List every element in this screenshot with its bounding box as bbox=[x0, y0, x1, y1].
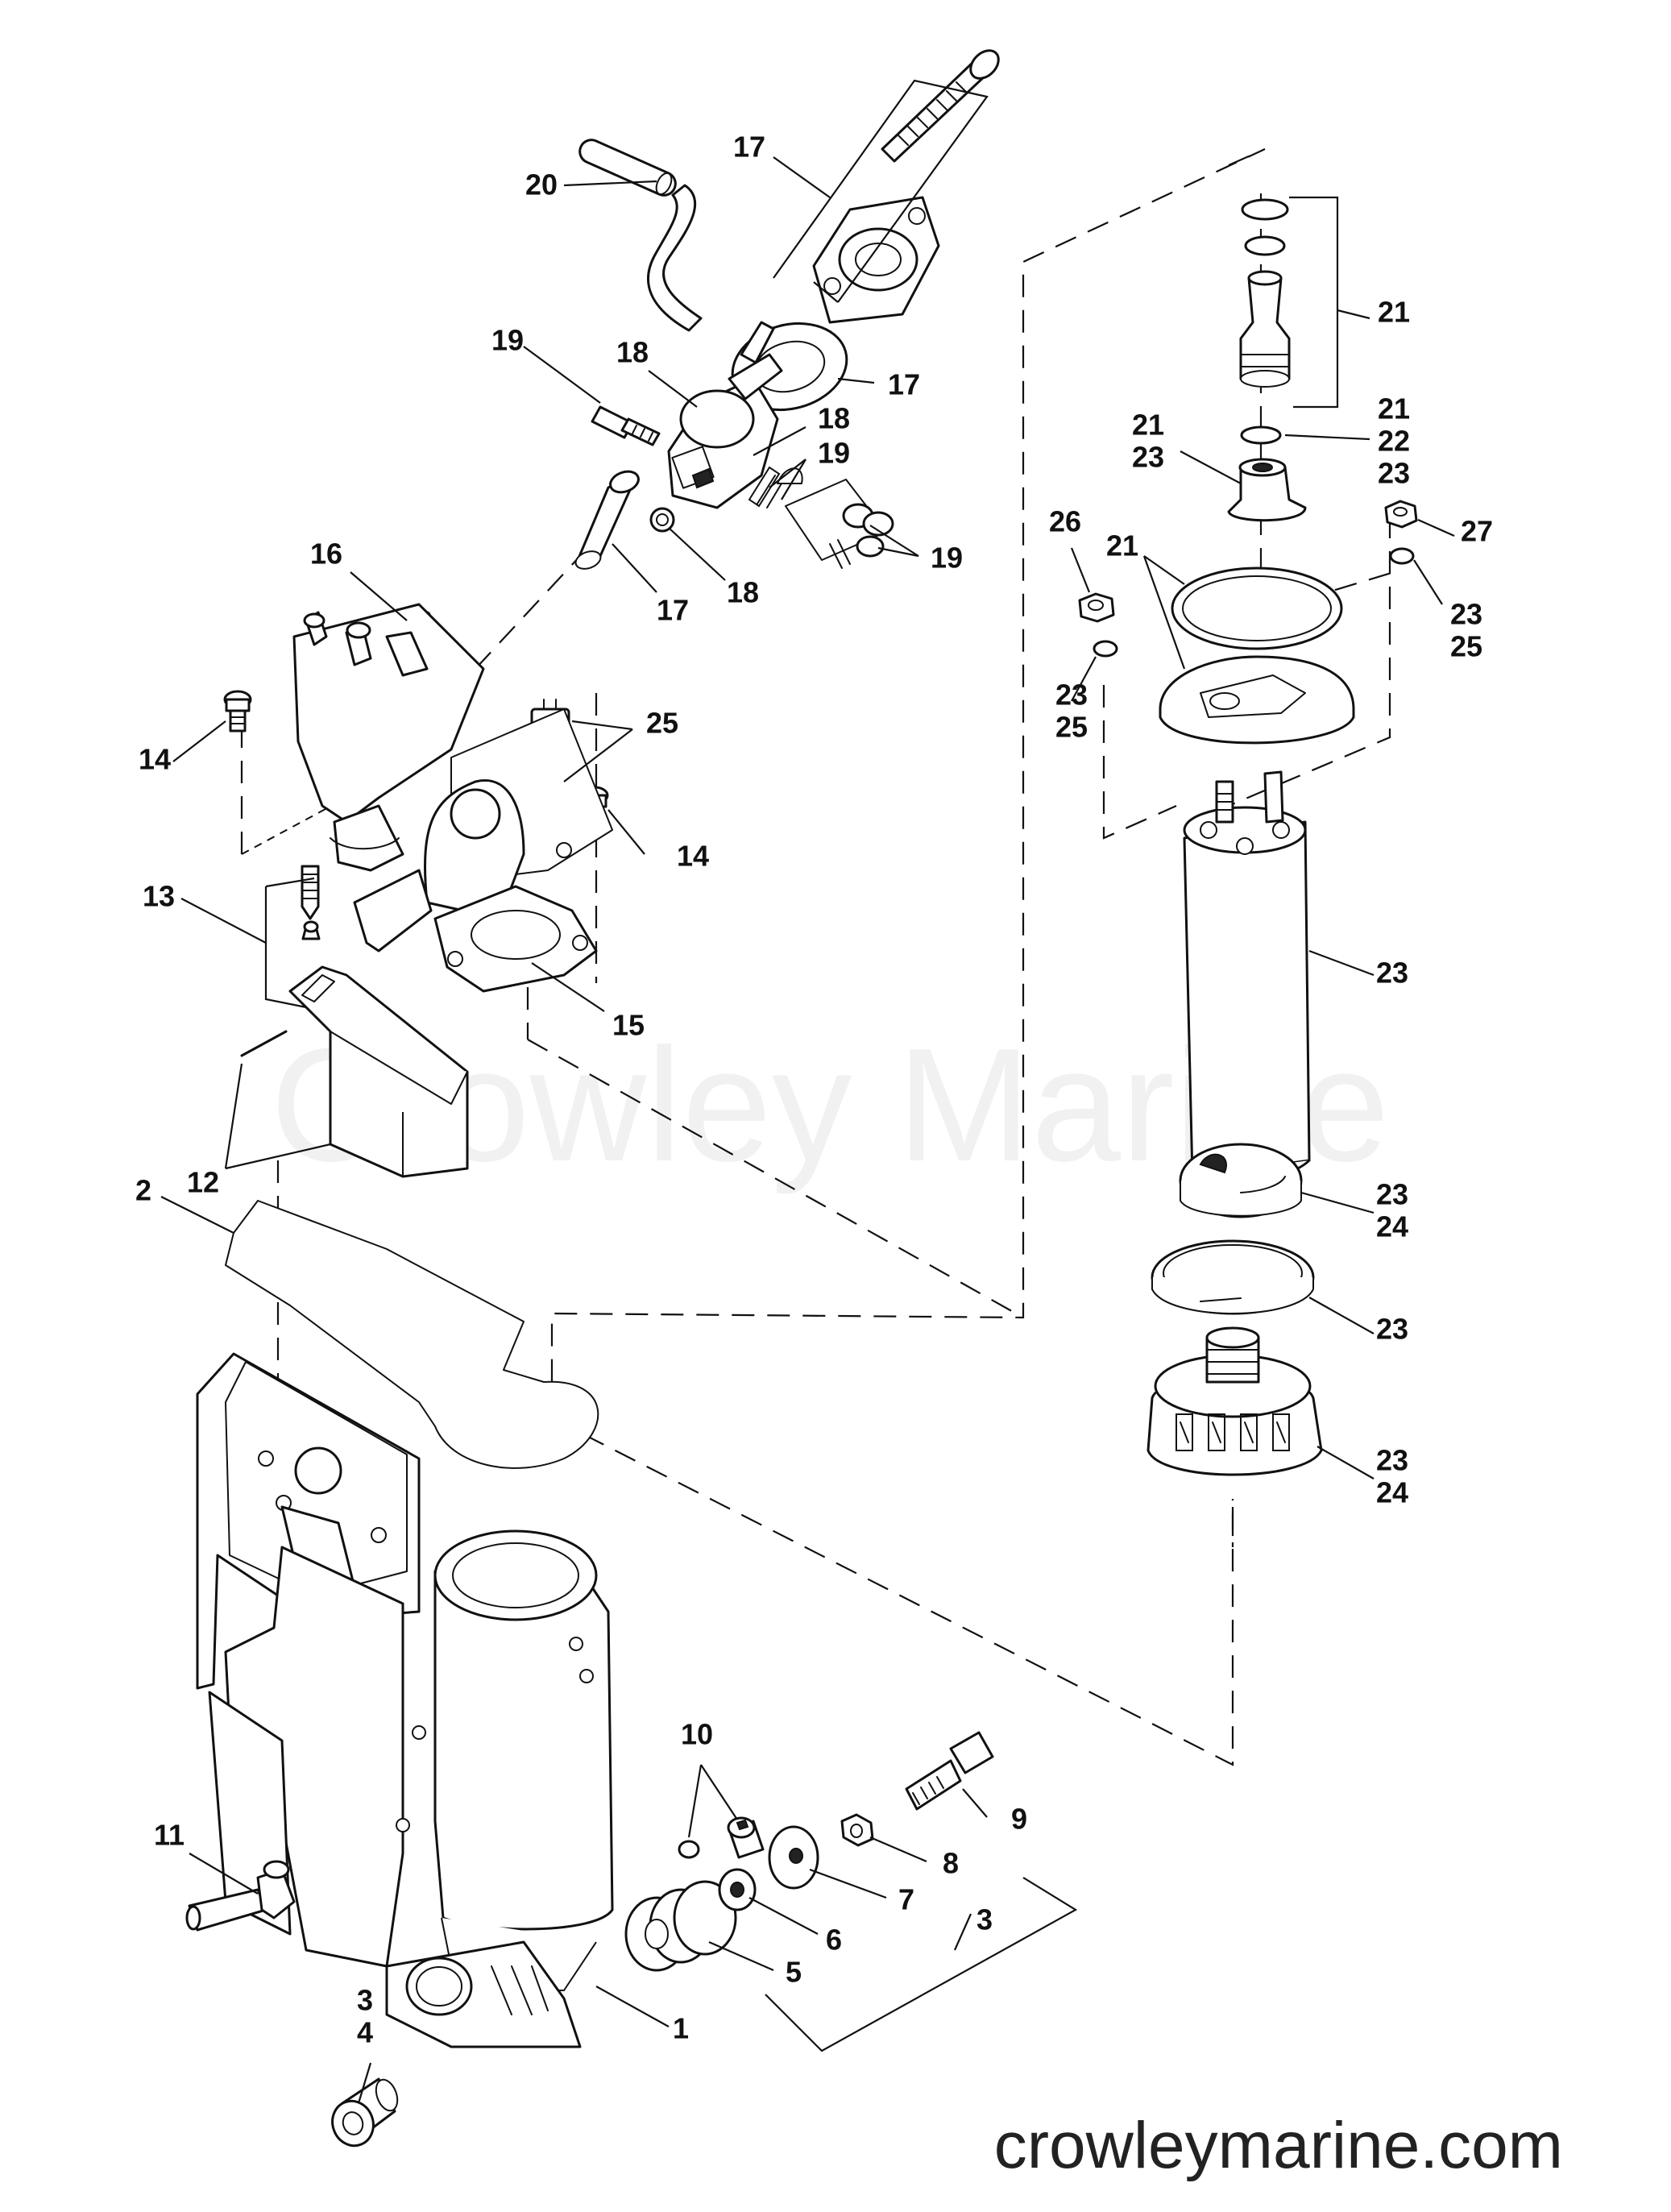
part-18-o-ring bbox=[649, 507, 675, 533]
part-23-25-washer-right bbox=[1389, 547, 1415, 565]
site-url: crowleymarine.com bbox=[994, 2109, 1563, 2182]
part-3-4-bushing bbox=[331, 2077, 399, 2148]
callout-c9-line-0: 9 bbox=[1011, 1803, 1027, 1836]
part-26-nut bbox=[1078, 592, 1115, 623]
callout-c23b-line-1: 25 bbox=[1450, 630, 1482, 663]
callout-c23b-line-0: 23 bbox=[1450, 598, 1482, 631]
part-2-gasket bbox=[225, 1200, 599, 1469]
callout-c6-line-0: 6 bbox=[826, 1924, 842, 1957]
callout-c18c-line-0: 18 bbox=[727, 576, 759, 609]
part-23-25-washer-left bbox=[1093, 640, 1118, 658]
callout-c3a-line-0: 3 bbox=[976, 1903, 993, 1936]
part-12-float bbox=[240, 965, 469, 1178]
part-20-hose bbox=[578, 139, 703, 332]
part-21-23-cap bbox=[1227, 458, 1307, 522]
callout-c19c-line-0: 19 bbox=[931, 542, 963, 575]
part-21-fitting bbox=[1239, 270, 1291, 388]
callout-c17c-line-0: 17 bbox=[657, 594, 689, 627]
callout-c13-line-0: 13 bbox=[143, 880, 175, 913]
callout-c1-line-0: 1 bbox=[673, 2012, 689, 2045]
callout-c23d-line-0: 23 bbox=[1376, 1178, 1408, 1211]
callout-c11-line-0: 11 bbox=[154, 1819, 185, 1852]
callout-c10-line-0: 10 bbox=[681, 1718, 713, 1751]
callout-c14a-line-0: 14 bbox=[139, 743, 171, 776]
part-14-screw-left bbox=[223, 690, 252, 732]
callout-c21b-line-1: 23 bbox=[1132, 441, 1164, 474]
callout-c21b-line-0: 21 bbox=[1132, 409, 1164, 442]
callout-c21d-line-2: 23 bbox=[1378, 457, 1410, 490]
part-23-24-pump-isolator bbox=[1179, 1143, 1303, 1218]
part-11-elbow-fitting bbox=[185, 1860, 296, 1932]
part-27-nut bbox=[1384, 500, 1418, 529]
callout-c16-line-0: 16 bbox=[310, 537, 342, 571]
callout-c21d-line-0: 21 bbox=[1378, 392, 1410, 425]
callout-c7-line-0: 7 bbox=[898, 1883, 914, 1916]
callout-c8-line-0: 8 bbox=[943, 1847, 959, 1880]
callout-c17b-line-0: 17 bbox=[888, 368, 920, 401]
callout-c23a-line-1: 25 bbox=[1055, 711, 1088, 744]
callout-c12-line-0: 12 bbox=[187, 1166, 219, 1199]
part-19-screw bbox=[591, 405, 661, 446]
callout-c3b-line-0: 3 bbox=[357, 1984, 373, 2017]
callout-c21d-line-1: 22 bbox=[1378, 425, 1410, 458]
part-19-screws-group bbox=[748, 466, 894, 569]
callout-c20-line-0: 20 bbox=[525, 168, 558, 201]
callout-labels: 1233456789101112131414151617171718181819… bbox=[135, 131, 1493, 2049]
part-21-top-orings bbox=[1241, 198, 1289, 256]
callout-c15-line-0: 15 bbox=[612, 1009, 645, 1042]
callout-c19a-line-0: 19 bbox=[491, 324, 524, 357]
part-17-tube bbox=[574, 470, 640, 570]
part-21-gasket-ring bbox=[1171, 566, 1343, 650]
callout-c18a-line-0: 18 bbox=[616, 336, 649, 369]
callout-c23f-line-1: 24 bbox=[1376, 1476, 1408, 1509]
callout-c23e-line-0: 23 bbox=[1376, 1313, 1408, 1346]
part-7-washer bbox=[768, 1825, 819, 1890]
part-10-fitting bbox=[678, 1816, 765, 1859]
callout-c19b-line-0: 19 bbox=[818, 437, 850, 470]
part-15-separator-cover bbox=[292, 603, 613, 993]
callout-c18b-line-0: 18 bbox=[818, 402, 850, 435]
callout-c23d-line-1: 24 bbox=[1376, 1210, 1408, 1243]
callout-c23a-line-0: 23 bbox=[1055, 679, 1088, 712]
leader-lines bbox=[160, 79, 1455, 2104]
callout-c26-line-0: 26 bbox=[1049, 505, 1081, 538]
part-23-fuel-pump bbox=[1183, 770, 1311, 1184]
part-1-separator-housing bbox=[196, 1352, 614, 2048]
part-22-oring bbox=[1240, 425, 1282, 445]
part-18-valve bbox=[667, 321, 783, 509]
callout-c17a-line-0: 17 bbox=[733, 131, 765, 164]
callout-c21a-line-0: 21 bbox=[1378, 296, 1410, 329]
part-17-gasket-plate bbox=[812, 196, 940, 324]
callout-c25-line-0: 25 bbox=[646, 707, 678, 740]
callout-c14b-line-0: 14 bbox=[677, 840, 709, 873]
assembly-dashed-lines bbox=[240, 147, 1395, 1766]
part-9-bolt bbox=[905, 1731, 994, 1811]
callout-c2-line-0: 2 bbox=[135, 1174, 151, 1207]
callout-c3b-line-1: 4 bbox=[357, 2016, 373, 2049]
part-17-bolt bbox=[881, 49, 1000, 163]
callout-c23f-line-0: 23 bbox=[1376, 1444, 1408, 1477]
callout-c23c-line-0: 23 bbox=[1376, 957, 1408, 990]
part-23-24-filter bbox=[1146, 1326, 1323, 1476]
part-8-nut bbox=[840, 1813, 874, 1847]
part-6-washer bbox=[718, 1868, 757, 1911]
part-21-pump-cover bbox=[1159, 655, 1355, 745]
callout-c21c-line-0: 21 bbox=[1106, 529, 1138, 562]
callout-c5-line-0: 5 bbox=[786, 1956, 802, 1989]
part-5-grommet bbox=[624, 1880, 737, 1972]
part-23-retainer bbox=[1151, 1239, 1315, 1315]
callout-c27-line-0: 27 bbox=[1461, 515, 1493, 548]
